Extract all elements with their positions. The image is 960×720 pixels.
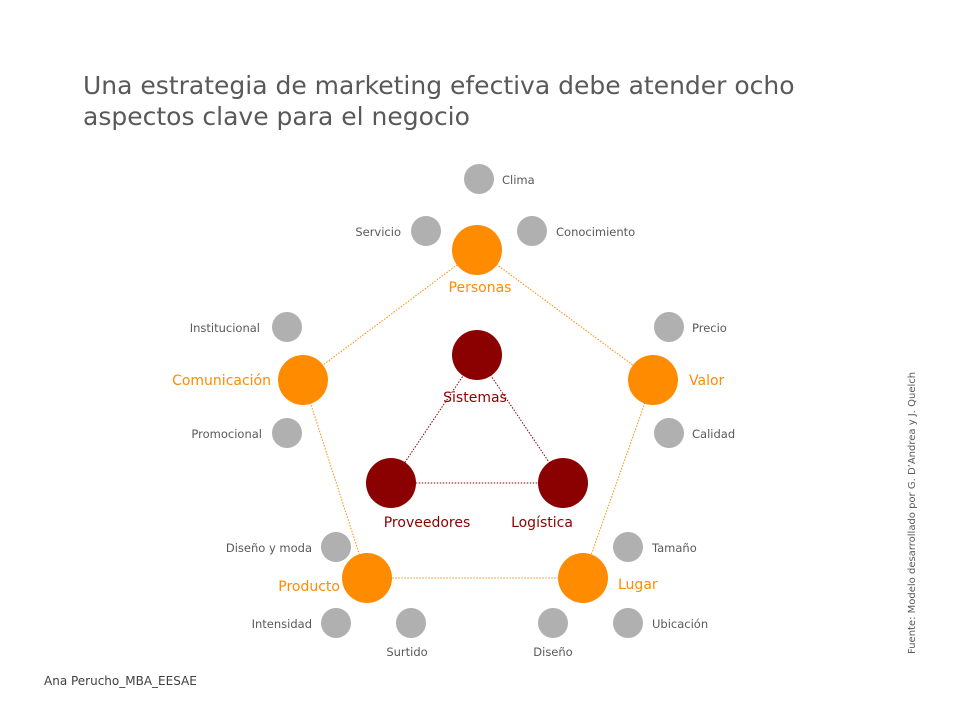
node-diseno-moda	[321, 532, 351, 562]
label-diseno-moda: Diseño y moda	[226, 541, 312, 555]
label-lugar: Lugar	[618, 577, 658, 593]
node-logistica	[538, 458, 588, 508]
inner-triangle	[390, 354, 564, 484]
inner-nodes	[366, 330, 588, 508]
node-calidad	[654, 418, 684, 448]
footer-author: Ana Perucho_MBA_EESAE	[44, 674, 197, 688]
label-intensidad: Intensidad	[252, 617, 312, 631]
node-institucional	[272, 312, 302, 342]
node-promocional	[272, 418, 302, 448]
node-proveedores	[366, 458, 416, 508]
sub-nodes	[272, 164, 684, 638]
label-surtido: Surtido	[386, 645, 427, 659]
source-note: Fuente: Modelo desarrollado por G. D’And…	[907, 371, 918, 654]
node-tamano	[613, 532, 643, 562]
label-sistemas: Sistemas	[443, 390, 507, 406]
node-surtido	[396, 608, 426, 638]
node-precio	[654, 312, 684, 342]
node-ubicacion	[613, 608, 643, 638]
node-lugar	[558, 553, 608, 603]
label-precio: Precio	[692, 321, 727, 335]
outer-pentagon	[302, 249, 654, 579]
label-personas: Personas	[449, 280, 512, 296]
outer-nodes	[278, 225, 678, 603]
label-promocional: Promocional	[191, 427, 262, 441]
label-comunicacion: Comunicación	[172, 373, 271, 389]
label-proveedores: Proveedores	[384, 515, 471, 531]
label-diseno: Diseño	[533, 645, 572, 659]
label-calidad: Calidad	[692, 427, 735, 441]
label-producto: Producto	[278, 579, 340, 595]
label-ubicacion: Ubicación	[652, 617, 708, 631]
label-institucional: Institucional	[190, 321, 260, 335]
node-sistemas	[452, 330, 502, 380]
node-servicio	[411, 216, 441, 246]
label-tamano: Tamaño	[651, 541, 697, 555]
label-clima: Clima	[502, 173, 535, 187]
page-title: Una estrategia de marketing efectiva deb…	[83, 71, 795, 131]
node-clima	[464, 164, 494, 194]
node-producto	[342, 553, 392, 603]
node-comunicacion	[278, 355, 328, 405]
label-logistica: Logística	[511, 515, 573, 531]
node-diseno	[538, 608, 568, 638]
node-personas	[452, 225, 502, 275]
label-conocimiento: Conocimiento	[556, 225, 635, 239]
node-conocimiento	[517, 216, 547, 246]
label-servicio: Servicio	[355, 225, 401, 239]
node-intensidad	[321, 608, 351, 638]
node-valor	[628, 355, 678, 405]
label-valor: Valor	[689, 373, 725, 389]
